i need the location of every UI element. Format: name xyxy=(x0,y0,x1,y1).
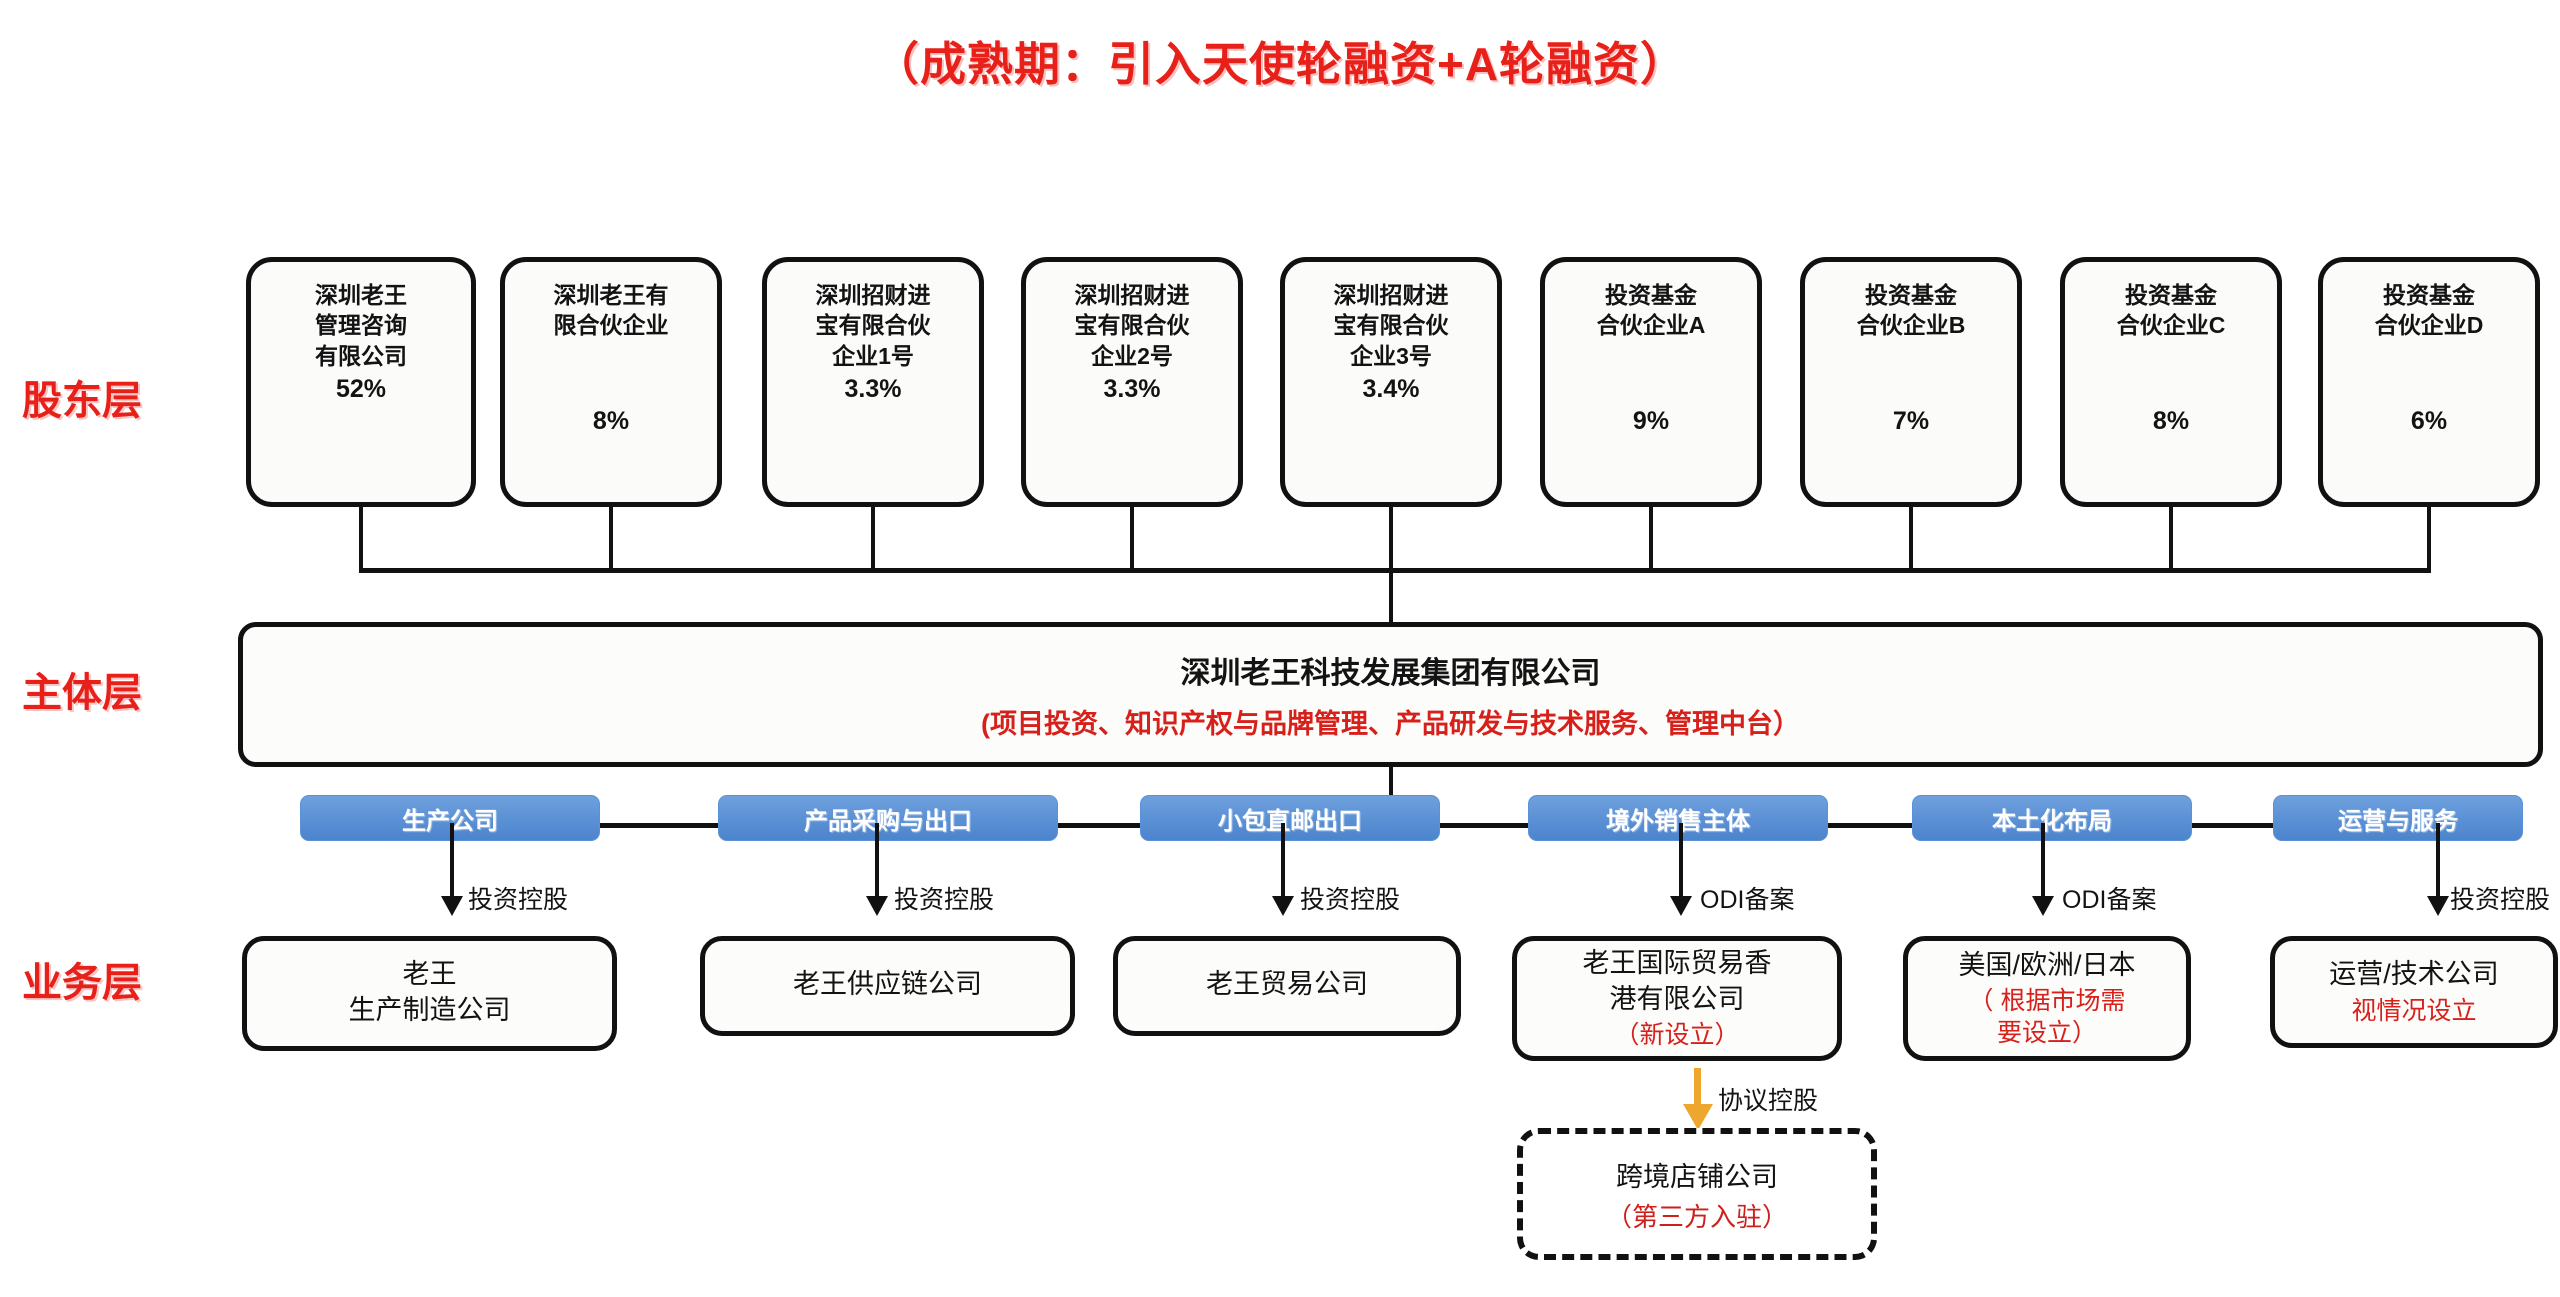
shareholder-name: 深圳招财进 宝有限合伙 企业1号 xyxy=(815,282,931,369)
shareholder-percent: 8% xyxy=(2152,406,2190,435)
connector-shareholder-1 xyxy=(359,507,363,570)
connector-label-1: 投资控股 xyxy=(468,886,569,914)
connector-shareholder-3 xyxy=(871,507,875,570)
arrow-down-icon xyxy=(1683,1104,1713,1130)
category-chip-parcel-direct-mail[interactable]: 小包直邮出口 xyxy=(1140,795,1440,841)
connector-business-1 xyxy=(450,823,454,900)
business-box-overseas-markets[interactable]: 美国/欧洲/日本 （ 根据市场需 要设立） xyxy=(1903,936,2191,1061)
shareholder-box-6[interactable]: 投资基金 合伙企业A 9% xyxy=(1540,257,1762,507)
shareholder-percent: 3.4% xyxy=(1362,375,1420,404)
shareholder-name: 投资基金 合伙企业D xyxy=(2374,282,2484,339)
shareholder-box-3[interactable]: 深圳招财进 宝有限合伙 企业1号 3.3% xyxy=(762,257,984,507)
shareholder-name: 投资基金 合伙企业C xyxy=(2116,282,2226,339)
page-title: （成熟期：引入天使轮融资+A轮融资） xyxy=(872,38,1688,90)
category-label: 小包直邮出口 xyxy=(1218,807,1362,835)
arrow-down-icon xyxy=(1670,896,1692,916)
connector-business-4 xyxy=(1679,823,1683,900)
connector-shareholder-2 xyxy=(609,507,613,570)
connector-business-5 xyxy=(2041,823,2045,900)
connector-shareholder-8 xyxy=(2169,507,2173,570)
connector-shareholder-9 xyxy=(2427,507,2431,570)
connector-business-2 xyxy=(875,823,879,900)
shareholder-name: 深圳老王有 限合伙企业 xyxy=(553,282,669,339)
category-label: 产品采购与出口 xyxy=(804,807,972,835)
business-name: 运营/技术公司 xyxy=(2329,959,2499,990)
shareholder-box-2[interactable]: 深圳老王有 限合伙企业 8% xyxy=(500,257,722,507)
arrow-down-icon xyxy=(2427,896,2449,916)
connector-label-5: ODI备案 xyxy=(2062,886,2157,914)
category-label: 运营与服务 xyxy=(2338,807,2458,835)
business-box-operations-tech[interactable]: 运营/技术公司 视情况设立 xyxy=(2270,936,2558,1048)
connector-business-3 xyxy=(1281,823,1285,900)
connector-label-agreement-control: 协议控股 xyxy=(1718,1087,1819,1115)
shareholder-box-1[interactable]: 深圳老王 管理咨询 有限公司 52% xyxy=(246,257,476,507)
shareholder-bus-bar xyxy=(359,568,2431,573)
category-label: 本土化布局 xyxy=(1992,807,2112,835)
category-chip-overseas-sales[interactable]: 境外销售主体 xyxy=(1528,795,1828,841)
shareholder-name: 深圳招财进 宝有限合伙 企业3号 xyxy=(1333,282,1449,369)
shareholder-box-8[interactable]: 投资基金 合伙企业C 8% xyxy=(2060,257,2282,507)
layer-label-business: 业务层 xyxy=(22,961,142,1005)
connector-shareholder-4 xyxy=(1130,507,1134,570)
connector-shareholder-5 xyxy=(1389,507,1393,570)
business-name: 老王供应链公司 xyxy=(793,969,982,1000)
category-chip-procurement-export[interactable]: 产品采购与出口 xyxy=(718,795,1058,841)
shareholder-name: 投资基金 合伙企业A xyxy=(1596,282,1706,339)
business-note: 视情况设立 xyxy=(2351,996,2477,1025)
business-box-manufacturing[interactable]: 老王 生产制造公司 xyxy=(242,936,617,1051)
shareholder-percent: 9% xyxy=(1632,406,1670,435)
main-entity-description: (项目投资、知识产权与品牌管理、产品研发与技术服务、管理中台） xyxy=(981,709,1800,739)
connector-business-6 xyxy=(2436,823,2440,900)
arrow-down-icon xyxy=(1272,896,1294,916)
shareholder-name: 深圳招财进 宝有限合伙 企业2号 xyxy=(1074,282,1190,369)
business-note: （新设立） xyxy=(1614,1020,1740,1049)
connector-label-4: ODI备案 xyxy=(1700,886,1795,914)
layer-label-entity: 主体层 xyxy=(22,671,142,715)
connector-shareholder-6 xyxy=(1649,507,1653,570)
shareholder-percent: 7% xyxy=(1892,406,1930,435)
connector-label-3: 投资控股 xyxy=(1300,886,1401,914)
category-chip-localization[interactable]: 本土化布局 xyxy=(1912,795,2192,841)
business-name: 老王贸易公司 xyxy=(1206,969,1368,1000)
shareholder-percent: 8% xyxy=(592,406,630,435)
category-label: 境外销售主体 xyxy=(1606,807,1750,835)
business-name: 老王 生产制造公司 xyxy=(348,959,511,1025)
dashed-box-name: 跨境店铺公司 xyxy=(1616,1161,1778,1192)
business-bus-bar xyxy=(452,823,2438,828)
business-note: （ 根据市场需 要设立） xyxy=(1968,987,2126,1048)
shareholder-box-5[interactable]: 深圳招财进 宝有限合伙 企业3号 3.4% xyxy=(1280,257,1502,507)
connector-label-2: 投资控股 xyxy=(894,886,995,914)
business-name: 老王国际贸易香 港有限公司 xyxy=(1582,948,1772,1014)
shareholder-name: 深圳老王 管理咨询 有限公司 xyxy=(315,282,407,369)
arrow-down-icon xyxy=(441,896,463,916)
dashed-box-cross-border-shop[interactable]: 跨境店铺公司 （第三方入驻） xyxy=(1517,1128,1877,1260)
category-chip-operations-service[interactable]: 运营与服务 xyxy=(2273,795,2523,841)
dashed-box-note: （第三方入驻） xyxy=(1605,1201,1788,1232)
connector-agreement-control xyxy=(1694,1068,1701,1114)
shareholder-box-7[interactable]: 投资基金 合伙企业B 7% xyxy=(1800,257,2022,507)
business-name: 美国/欧洲/日本 xyxy=(1958,949,2136,980)
arrow-down-icon xyxy=(866,896,888,916)
connector-label-6: 投资控股 xyxy=(2450,886,2551,914)
business-box-trading[interactable]: 老王贸易公司 xyxy=(1113,936,1461,1036)
business-box-supply-chain[interactable]: 老王供应链公司 xyxy=(700,936,1075,1036)
arrow-down-icon xyxy=(2032,896,2054,916)
connector-bus-to-entity xyxy=(1389,568,1393,624)
shareholder-name: 投资基金 合伙企业B xyxy=(1856,282,1966,339)
main-entity-name: 深圳老王科技发展集团有限公司 xyxy=(1180,657,1601,690)
layer-label-shareholder: 股东层 xyxy=(22,379,142,423)
main-entity-box[interactable]: 深圳老王科技发展集团有限公司 (项目投资、知识产权与品牌管理、产品研发与技术服务… xyxy=(238,622,2543,767)
connector-shareholder-7 xyxy=(1909,507,1913,570)
business-box-hk-international-trade[interactable]: 老王国际贸易香 港有限公司 （新设立） xyxy=(1512,936,1842,1061)
shareholder-percent: 52% xyxy=(335,375,387,404)
shareholder-box-4[interactable]: 深圳招财进 宝有限合伙 企业2号 3.3% xyxy=(1021,257,1243,507)
shareholder-percent: 3.3% xyxy=(1103,375,1161,404)
shareholder-percent: 6% xyxy=(2410,406,2448,435)
shareholder-box-9[interactable]: 投资基金 合伙企业D 6% xyxy=(2318,257,2540,507)
shareholder-percent: 3.3% xyxy=(844,375,902,404)
